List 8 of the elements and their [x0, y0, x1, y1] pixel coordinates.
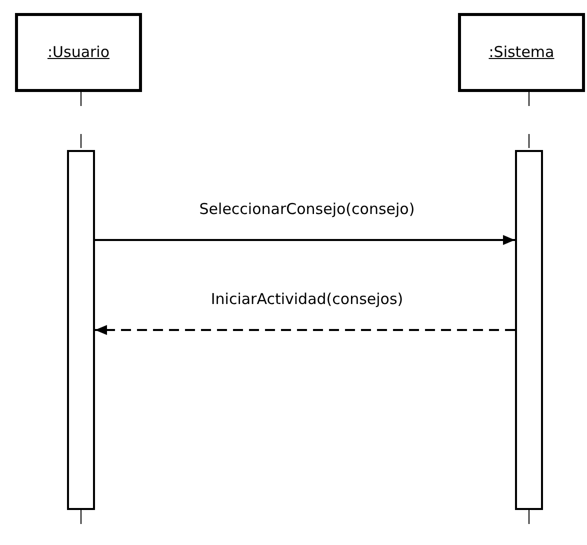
message-arrow [95, 325, 515, 335]
activation-bar [515, 150, 543, 510]
lifeline-head-box [15, 13, 142, 92]
activation-bar [67, 150, 95, 510]
object-name: :Usuario [47, 42, 110, 64]
object-name: :Sistema [488, 42, 554, 64]
message-arrow [95, 235, 515, 245]
lifeline-head-box [458, 13, 585, 92]
